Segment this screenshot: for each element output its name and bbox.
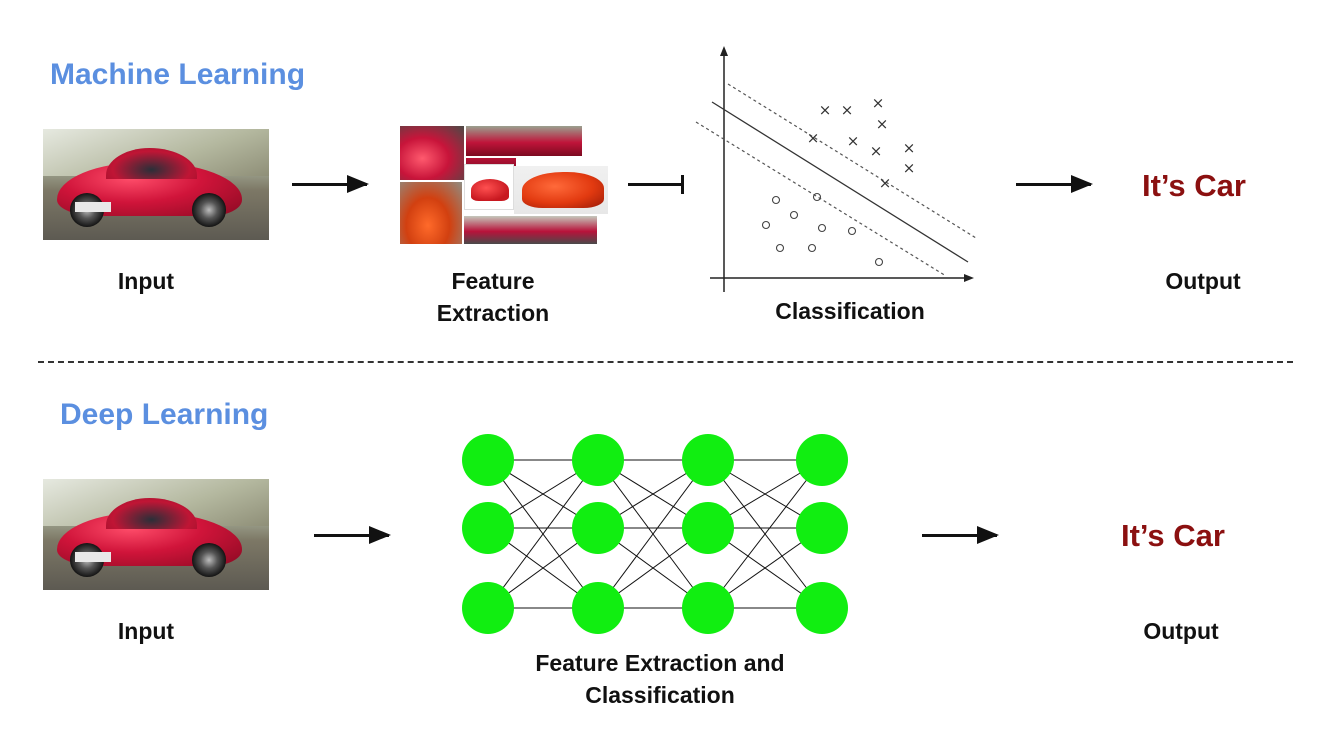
- ml-result-text: It’s Car: [1142, 168, 1246, 203]
- feature-extraction-label: Feature Extraction: [413, 265, 573, 329]
- circle-point: [771, 195, 781, 205]
- circle-point: [761, 220, 771, 230]
- ml-input-label: Input: [117, 268, 175, 294]
- neuron-node: [682, 502, 734, 554]
- circle-point: [775, 243, 785, 253]
- network-connection: [597, 459, 709, 609]
- circle-points: [761, 192, 884, 267]
- section-divider: [38, 361, 1293, 363]
- neuron-node: [796, 434, 848, 486]
- feature-tile-4: [400, 182, 462, 244]
- nn-label-line2: Classification: [585, 682, 735, 708]
- neuron-node: [682, 434, 734, 486]
- neuron-node: [572, 502, 624, 554]
- ml-output-label: Output: [1165, 268, 1241, 294]
- ml-arrow-stop-bar: [681, 175, 684, 194]
- lower-margin-line: [695, 121, 947, 277]
- circle-point: [874, 257, 884, 267]
- dl-output-label: Output: [1143, 618, 1219, 644]
- ml-input-car-image: [43, 129, 269, 240]
- neuron-node: [462, 502, 514, 554]
- feature-tile-5: [464, 164, 514, 210]
- network-connections: [487, 459, 823, 609]
- nn-label-line1: Feature Extraction and: [535, 650, 785, 676]
- cross-point: ×: [847, 132, 860, 150]
- x-axis-arrowhead: [964, 274, 974, 282]
- classification-label: Classification: [775, 298, 925, 324]
- feature-tile-2: [466, 126, 582, 156]
- svm-scatter-plot: × × × × × × × × × ×: [695, 46, 977, 292]
- dl-input-label: Input: [117, 618, 175, 644]
- cross-point: ×: [819, 101, 832, 119]
- dl-arrow-network-to-output: [922, 526, 999, 544]
- cross-point: ×: [807, 129, 820, 147]
- neuron-node: [572, 434, 624, 486]
- neuron-node: [462, 582, 514, 634]
- upper-margin-line: [727, 83, 977, 239]
- dl-input-car-image: [43, 479, 269, 590]
- ml-arrow-features-to-classifier: [628, 183, 683, 186]
- neuron-node: [796, 502, 848, 554]
- ml-arrow-classifier-to-output: [1016, 175, 1093, 193]
- feature-label-line1: Feature: [451, 268, 535, 294]
- cross-point: ×: [872, 94, 885, 112]
- nn-label: Feature Extraction and Classification: [480, 647, 840, 711]
- cross-points: × × × × × × × × × ×: [807, 94, 916, 192]
- feature-tile-7: [464, 216, 597, 244]
- y-axis-arrowhead: [720, 46, 728, 56]
- decision-boundary: [711, 101, 969, 263]
- network-connection: [707, 459, 823, 609]
- circle-point: [817, 223, 827, 233]
- circle-point: [807, 243, 817, 253]
- machine-learning-title: Machine Learning: [50, 58, 306, 91]
- feature-tile-6: [514, 166, 608, 214]
- feature-tile-1: [400, 126, 464, 180]
- neuron-node: [462, 434, 514, 486]
- cross-point: ×: [876, 115, 889, 133]
- cross-point: ×: [903, 139, 916, 157]
- cross-point: ×: [903, 159, 916, 177]
- neuron-node: [796, 582, 848, 634]
- deep-learning-title: Deep Learning: [60, 398, 269, 431]
- dl-arrow-input-to-network: [314, 526, 391, 544]
- dl-result-text: It’s Car: [1121, 518, 1225, 553]
- neuron-node: [682, 582, 734, 634]
- network-connection: [487, 459, 599, 609]
- cross-point: ×: [879, 174, 892, 192]
- cross-point: ×: [870, 142, 883, 160]
- circle-point: [789, 210, 799, 220]
- circle-point: [847, 226, 857, 236]
- feature-label-line2: Extraction: [436, 300, 550, 326]
- network-neurons: [462, 434, 848, 634]
- neural-network: [462, 434, 848, 634]
- neuron-node: [572, 582, 624, 634]
- feature-extraction-collage: [400, 126, 610, 246]
- circle-point: [812, 192, 822, 202]
- cross-point: ×: [841, 101, 854, 119]
- ml-arrow-input-to-features: [292, 175, 369, 193]
